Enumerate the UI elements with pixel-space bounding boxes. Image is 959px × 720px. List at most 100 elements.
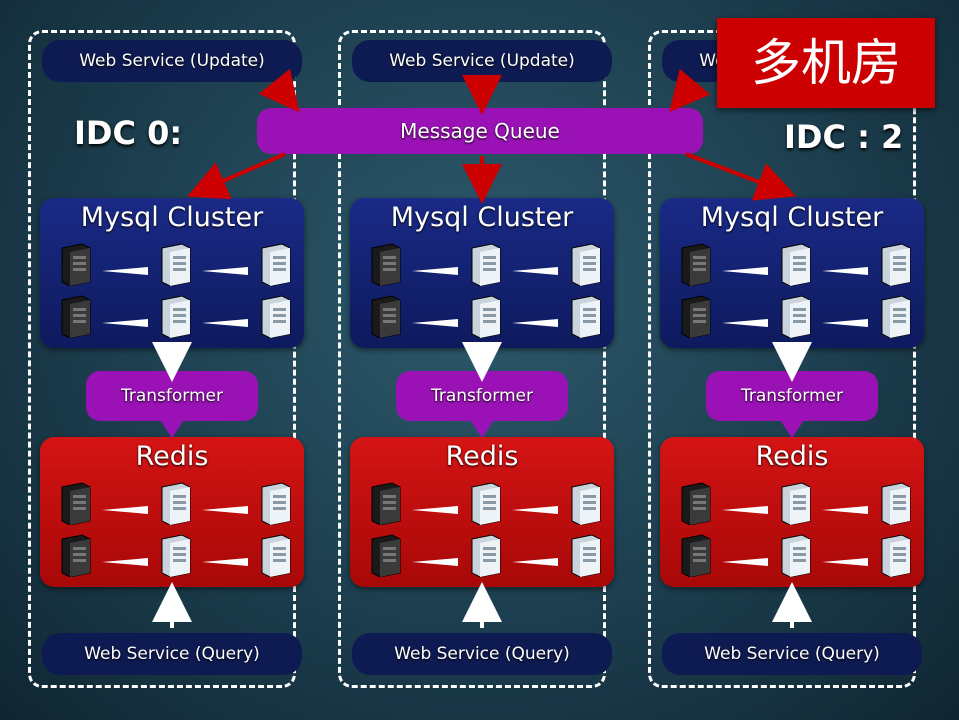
web-service-query-0: Web Service (Query) [42,633,302,675]
web-service-update-0: Web Service (Update) [42,40,302,82]
redis-cluster-title: Redis [755,441,829,472]
redis-cluster-1: Redis [350,437,614,587]
message-queue: Message Queue [257,108,703,154]
replication-arrow-icon [722,551,768,566]
replica-server-icon [568,294,602,339]
transformer1-pointer [470,420,494,438]
replica-server-icon [878,533,912,578]
replication-arrow-icon [722,312,768,327]
master-server-icon [678,481,712,526]
transformer2-pointer [780,420,804,438]
replication-arrow-icon [722,260,768,275]
idc-0-container [28,30,296,688]
replication-arrow-icon [822,260,868,275]
replica-server-icon [158,242,192,287]
transformer-1: Transformer [396,371,568,421]
replica-server-icon [468,481,502,526]
replication-arrow-icon [412,312,458,327]
server-row [40,240,304,288]
replication-arrow-icon [202,499,248,514]
master-server-icon [58,242,92,287]
server-row [350,479,614,527]
replication-arrow-icon [202,312,248,327]
server-row [40,292,304,340]
replica-server-icon [778,242,812,287]
master-server-icon [678,294,712,339]
replica-server-icon [778,294,812,339]
replication-arrow-icon [102,312,148,327]
replica-server-icon [878,481,912,526]
redis-cluster-title: Redis [135,441,209,472]
redis-cluster-title: Redis [445,441,519,472]
mysql-cluster-title: Mysql Cluster [390,202,574,233]
replication-arrow-icon [202,551,248,566]
transformer0-pointer [160,420,184,438]
replication-arrow-icon [412,260,458,275]
replication-arrow-icon [512,551,558,566]
arrow-update0-mq [258,68,300,113]
idc-1-container [338,30,606,688]
master-server-icon [678,533,712,578]
idc-2-label: IDC : 2 [784,118,904,156]
server-row [350,240,614,288]
master-server-icon [368,294,402,339]
server-row [660,292,924,340]
replica-server-icon [878,294,912,339]
mysql-cluster-1: Mysql Cluster [350,198,614,348]
replica-server-icon [158,481,192,526]
master-server-icon [58,481,92,526]
server-row [660,240,924,288]
replication-arrow-icon [202,260,248,275]
replication-arrow-icon [822,312,868,327]
master-server-icon [58,533,92,578]
replica-server-icon [778,533,812,578]
mysql-cluster-title: Mysql Cluster [700,202,884,233]
replica-server-icon [568,242,602,287]
replication-arrow-icon [722,499,768,514]
redis-cluster-2: Redis [660,437,924,587]
replica-server-icon [468,533,502,578]
replication-arrow-icon [412,499,458,514]
server-row [350,531,614,579]
master-server-icon [678,242,712,287]
replica-server-icon [258,533,292,578]
server-row [660,531,924,579]
mysql-cluster-0: Mysql Cluster [40,198,304,348]
replica-server-icon [158,294,192,339]
arrow-mq-mysql0 [187,152,286,200]
replica-server-icon [158,533,192,578]
server-row [660,479,924,527]
replica-server-icon [568,481,602,526]
replication-arrow-icon [512,312,558,327]
replication-arrow-icon [822,499,868,514]
server-row [40,479,304,527]
idc-0-label: IDC 0: [74,114,183,152]
replica-server-icon [468,294,502,339]
replica-server-icon [568,533,602,578]
replication-arrow-icon [512,499,558,514]
replica-server-icon [778,481,812,526]
master-server-icon [58,294,92,339]
replication-arrow-icon [512,260,558,275]
replication-arrow-icon [822,551,868,566]
master-server-icon [368,533,402,578]
arrow-mq-mysql2 [685,152,797,201]
replica-server-icon [258,481,292,526]
web-service-query-2: Web Service (Query) [662,633,922,675]
replication-arrow-icon [412,551,458,566]
redis-cluster-0: Redis [40,437,304,587]
arrow-update2-mq [669,68,711,113]
replication-arrow-icon [102,551,148,566]
master-server-icon [368,481,402,526]
replication-arrow-icon [102,499,148,514]
multi-idc-badge: 多机房 [717,18,935,108]
replica-server-icon [258,242,292,287]
web-service-query-1: Web Service (Query) [352,633,612,675]
server-row [350,292,614,340]
replica-server-icon [878,242,912,287]
server-row [40,531,304,579]
mysql-cluster-title: Mysql Cluster [80,202,264,233]
master-server-icon [368,242,402,287]
replica-server-icon [468,242,502,287]
